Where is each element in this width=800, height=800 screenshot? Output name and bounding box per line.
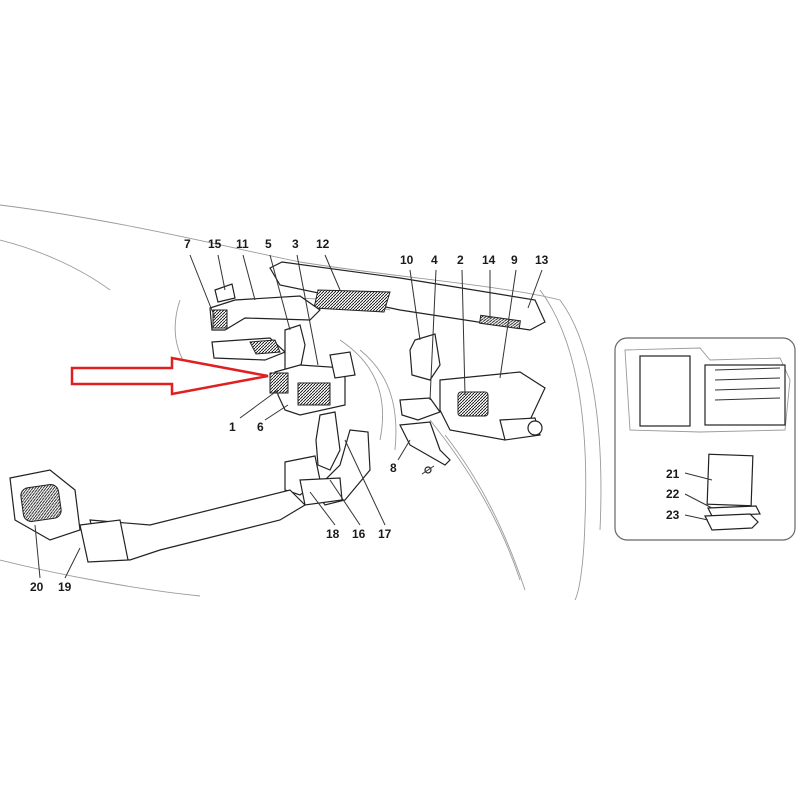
part-label-12: 12 bbox=[316, 237, 330, 251]
part-labels: 7 15 11 5 3 12 10 4 2 14 9 13 1 6 8 18 1… bbox=[30, 237, 680, 594]
filter-frame bbox=[707, 505, 761, 517]
part-label-17: 17 bbox=[378, 527, 392, 541]
inset-engine-bay-detail bbox=[624, 347, 791, 433]
part-label-22: 22 bbox=[666, 487, 680, 501]
part-label-16: 16 bbox=[352, 527, 366, 541]
part-label-19: 19 bbox=[58, 580, 72, 594]
right-center-duct bbox=[439, 371, 546, 441]
part-label-5: 5 bbox=[265, 237, 272, 251]
pointer-arrow-icon bbox=[70, 356, 269, 396]
leader-lines bbox=[34, 254, 713, 579]
part-label-18: 18 bbox=[326, 527, 340, 541]
part-label-20: 20 bbox=[30, 580, 44, 594]
brackets bbox=[399, 333, 451, 475]
left-side-duct bbox=[209, 283, 321, 361]
part-label-15: 15 bbox=[208, 237, 222, 251]
part-label-7: 7 bbox=[184, 237, 191, 251]
lower-floor-duct bbox=[9, 411, 371, 563]
part-label-9: 9 bbox=[511, 253, 518, 267]
center-vent-assembly bbox=[269, 324, 356, 416]
part-label-6: 6 bbox=[257, 420, 264, 434]
cabin-filter-inset bbox=[614, 337, 796, 541]
cabin-filter bbox=[706, 453, 754, 507]
part-label-21: 21 bbox=[666, 467, 680, 481]
part-label-11: 11 bbox=[236, 237, 249, 251]
part-label-13: 13 bbox=[535, 253, 549, 267]
upper-defroster-duct bbox=[269, 261, 546, 331]
part-label-23: 23 bbox=[666, 508, 680, 522]
part-label-4: 4 bbox=[431, 253, 438, 267]
part-label-8: 8 bbox=[390, 461, 397, 475]
part-label-2: 2 bbox=[457, 253, 464, 267]
part-label-1: 1 bbox=[229, 420, 236, 434]
part-label-10: 10 bbox=[400, 253, 414, 267]
part-label-3: 3 bbox=[292, 237, 299, 251]
part-label-14: 14 bbox=[482, 253, 496, 267]
filter-cover bbox=[704, 513, 759, 531]
